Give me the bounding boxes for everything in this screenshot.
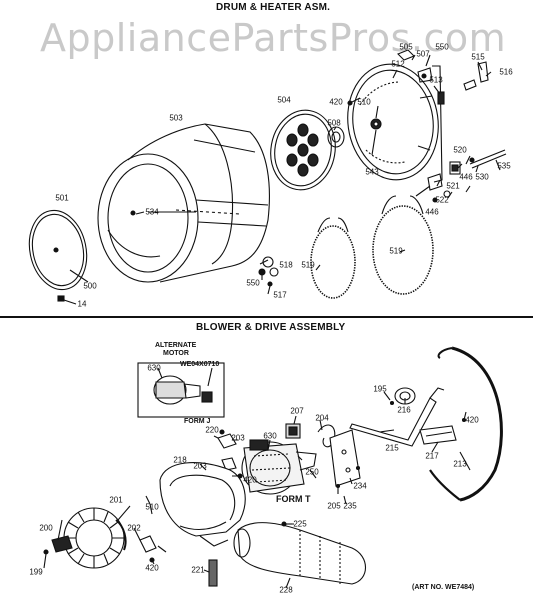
part-label-14: 14 bbox=[77, 299, 87, 309]
clip-203 bbox=[217, 433, 237, 449]
heater-coil-519a bbox=[310, 217, 356, 299]
alternate-motor-part-no: WE04X0710 bbox=[180, 361, 220, 368]
part-label-203-top: 203 bbox=[231, 433, 245, 443]
part-label-519-a: 519 bbox=[301, 260, 315, 270]
part-label-199: 199 bbox=[29, 567, 43, 577]
part-label-519-b: 519 bbox=[389, 246, 403, 256]
part-label-195: 195 bbox=[373, 384, 387, 394]
part-label-216: 216 bbox=[397, 405, 411, 415]
bracket-217 bbox=[419, 425, 457, 445]
part-label-250: 250 bbox=[305, 467, 319, 477]
part-label-228: 228 bbox=[279, 585, 293, 595]
part-label-203-mid: 203 bbox=[193, 461, 207, 471]
part-label-202: 202 bbox=[127, 523, 141, 533]
part-label-530: 530 bbox=[475, 172, 489, 182]
part-label-220: 220 bbox=[205, 425, 219, 435]
rear-seal-plate bbox=[270, 109, 336, 191]
part-label-215: 215 bbox=[385, 443, 399, 453]
screw-534 bbox=[135, 211, 145, 215]
blower-housing-218 bbox=[159, 462, 246, 547]
part-label-517: 517 bbox=[273, 290, 287, 300]
heater-coil-519b bbox=[372, 195, 434, 295]
part-label-535: 535 bbox=[497, 161, 511, 171]
part-label-501: 501 bbox=[55, 193, 69, 203]
clip-200 bbox=[51, 535, 73, 553]
watermark: AppliancePartsPros.com bbox=[40, 16, 507, 60]
alternate-motor-label-1: ALTERNATE bbox=[155, 342, 197, 349]
blower-wheel-201 bbox=[63, 507, 127, 569]
part-label-510: 510 bbox=[357, 97, 371, 107]
part-label-630: 630 bbox=[263, 431, 277, 441]
screw-510 bbox=[145, 495, 151, 505]
heater-housing-edge bbox=[432, 65, 443, 183]
part-label-207: 207 bbox=[290, 406, 304, 416]
part-label-516: 516 bbox=[499, 67, 513, 77]
part-label-225: 225 bbox=[293, 519, 307, 529]
part-label-200: 200 bbox=[39, 523, 53, 533]
section-divider bbox=[0, 316, 533, 318]
part-label-518: 518 bbox=[279, 260, 293, 270]
drive-belt-213 bbox=[451, 346, 503, 502]
clip-14 bbox=[57, 295, 65, 302]
part-label-446-a: 446 bbox=[459, 172, 473, 182]
part-label-515: 515 bbox=[471, 52, 485, 62]
part-label-521: 521 bbox=[446, 181, 460, 191]
part-label-420-motor: 420 bbox=[243, 475, 257, 485]
clip-518 bbox=[258, 256, 279, 287]
part-label-508: 508 bbox=[327, 118, 341, 128]
part-label-543: 543 bbox=[365, 167, 379, 177]
exhaust-duct-228 bbox=[233, 522, 367, 585]
part-label-234: 234 bbox=[353, 481, 367, 491]
part-label-205: 205 bbox=[327, 501, 341, 511]
part-label-213: 213 bbox=[453, 459, 467, 469]
part-label-446-b: 446 bbox=[425, 207, 439, 217]
part-label-235: 235 bbox=[343, 501, 357, 511]
drum-roller-216 bbox=[389, 387, 416, 406]
drum-part bbox=[97, 123, 270, 283]
art-number: (ART NO. WE7484) bbox=[412, 584, 475, 591]
pin-515 bbox=[477, 61, 489, 83]
part-label-503: 503 bbox=[169, 113, 183, 123]
part-label-630-alt: 630 bbox=[147, 363, 161, 373]
alternate-motor-drawing bbox=[153, 375, 213, 405]
part-label-504: 504 bbox=[277, 95, 291, 105]
screw-420-top bbox=[351, 97, 361, 103]
drum-seal-ring bbox=[28, 209, 88, 291]
part-label-550: 550 bbox=[435, 42, 449, 52]
part-label-505: 505 bbox=[399, 42, 413, 52]
form-j-label: FORM J bbox=[184, 418, 211, 425]
part-label-420-right: 420 bbox=[465, 415, 479, 425]
part-label-510-bottom: 510 bbox=[145, 502, 159, 512]
motor-mount-205 bbox=[329, 429, 361, 487]
heater-back-plate bbox=[347, 63, 439, 181]
part-label-507: 507 bbox=[416, 49, 430, 59]
blower-drive-title: BLOWER & DRIVE ASSEMBLY bbox=[196, 322, 346, 333]
part-label-420-top: 420 bbox=[329, 97, 343, 107]
part-label-420-bottom: 420 bbox=[145, 563, 159, 573]
part-label-217: 217 bbox=[425, 451, 439, 461]
part-label-201: 201 bbox=[109, 495, 123, 505]
clip-505 bbox=[397, 49, 415, 61]
part-202 bbox=[139, 535, 157, 553]
part-label-218: 218 bbox=[173, 455, 187, 465]
part-label-520: 520 bbox=[453, 145, 467, 155]
alternate-motor-box bbox=[137, 362, 225, 418]
part-label-512: 512 bbox=[391, 59, 405, 69]
part-label-513: 513 bbox=[429, 75, 443, 85]
part-label-550-b: 550 bbox=[246, 278, 260, 288]
alternate-motor-label-2: MOTOR bbox=[163, 350, 189, 357]
drum-heater-title: DRUM & HEATER ASM. bbox=[216, 2, 331, 13]
part-label-500: 500 bbox=[83, 281, 97, 291]
strip-221 bbox=[208, 559, 218, 587]
part-label-204: 204 bbox=[315, 413, 329, 423]
clip-507 bbox=[417, 67, 433, 83]
part-label-522: 522 bbox=[435, 195, 449, 205]
part-label-221: 221 bbox=[191, 565, 205, 575]
motor-630 bbox=[241, 439, 317, 495]
part-label-534: 534 bbox=[145, 207, 159, 217]
form-t-label: FORM T bbox=[276, 494, 311, 504]
